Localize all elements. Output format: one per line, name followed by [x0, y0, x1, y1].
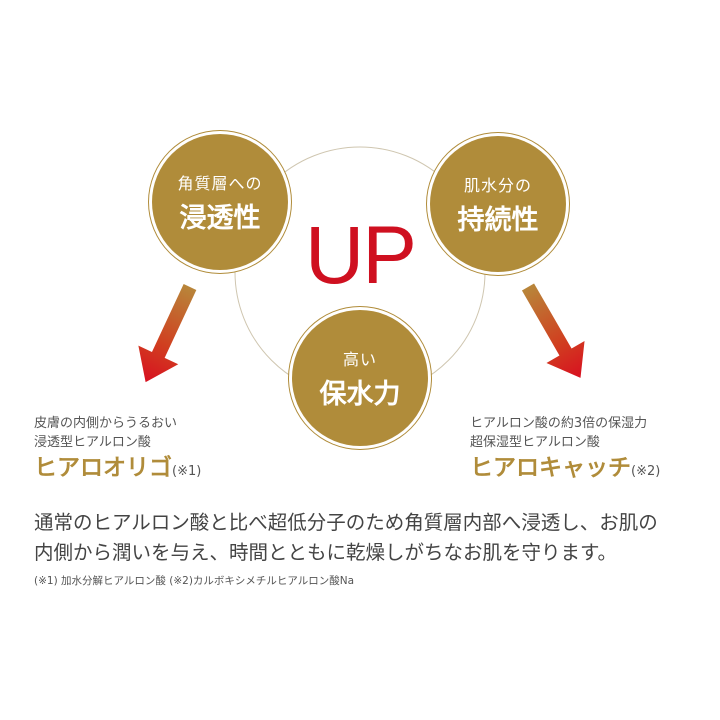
- product-name: ヒアロオリゴ: [34, 455, 172, 481]
- footnote: (※1) 加水分解ヒアルロン酸 (※2)カルボキシメチルヒアルロン酸Na: [34, 575, 355, 587]
- circle-title: 保水力: [319, 378, 401, 410]
- description: 通常のヒアルロン酸と比べ超低分子のため角質層内部へ浸透し、お肌の 内側から潤いを…: [34, 508, 658, 568]
- product-name: ヒアロキャッチ: [470, 455, 631, 481]
- arrow-left-icon: [138, 284, 197, 383]
- ingredient-name: ヒアロオリゴ(※1): [34, 452, 201, 488]
- arrow-right-icon: [521, 283, 585, 378]
- left-ingredient-block: 皮膚の内側からうるおい 浸透型ヒアルロン酸 ヒアロオリゴ(※1): [34, 414, 201, 488]
- footnote-ref: (※2): [631, 464, 661, 479]
- circle-subtitle: 肌水分の: [463, 175, 532, 195]
- description-line: 通常のヒアルロン酸と比べ超低分子のため角質層内部へ浸透し、お肌の: [34, 511, 658, 534]
- ingredient-desc: 皮膚の内側からうるおい: [34, 416, 178, 431]
- ingredient-desc: ヒアルロン酸の約3倍の保湿力: [470, 416, 648, 431]
- feature-circle-retention: 高い 保水力: [292, 310, 428, 446]
- feature-circle-penetration: 角質層への 浸透性: [152, 134, 288, 270]
- footnote-ref: (※1): [172, 464, 202, 479]
- circle-title: 持続性: [457, 204, 539, 236]
- ingredient-type: 浸透型ヒアルロン酸: [34, 435, 151, 450]
- up-label: UP: [305, 210, 417, 301]
- feature-circle-persistence: 肌水分の 持続性: [430, 136, 566, 272]
- circle-title: 浸透性: [179, 202, 261, 234]
- circle-subtitle: 角質層への: [177, 173, 263, 193]
- ingredient-name: ヒアロキャッチ(※2): [470, 452, 660, 488]
- ingredient-type: 超保湿型ヒアルロン酸: [470, 435, 600, 450]
- right-ingredient-block: ヒアルロン酸の約3倍の保湿力 超保湿型ヒアルロン酸 ヒアロキャッチ(※2): [470, 414, 660, 488]
- description-line: 内側から潤いを与え、時間とともに乾燥しがちなお肌を守ります。: [34, 541, 618, 564]
- circle-subtitle: 高い: [342, 349, 377, 369]
